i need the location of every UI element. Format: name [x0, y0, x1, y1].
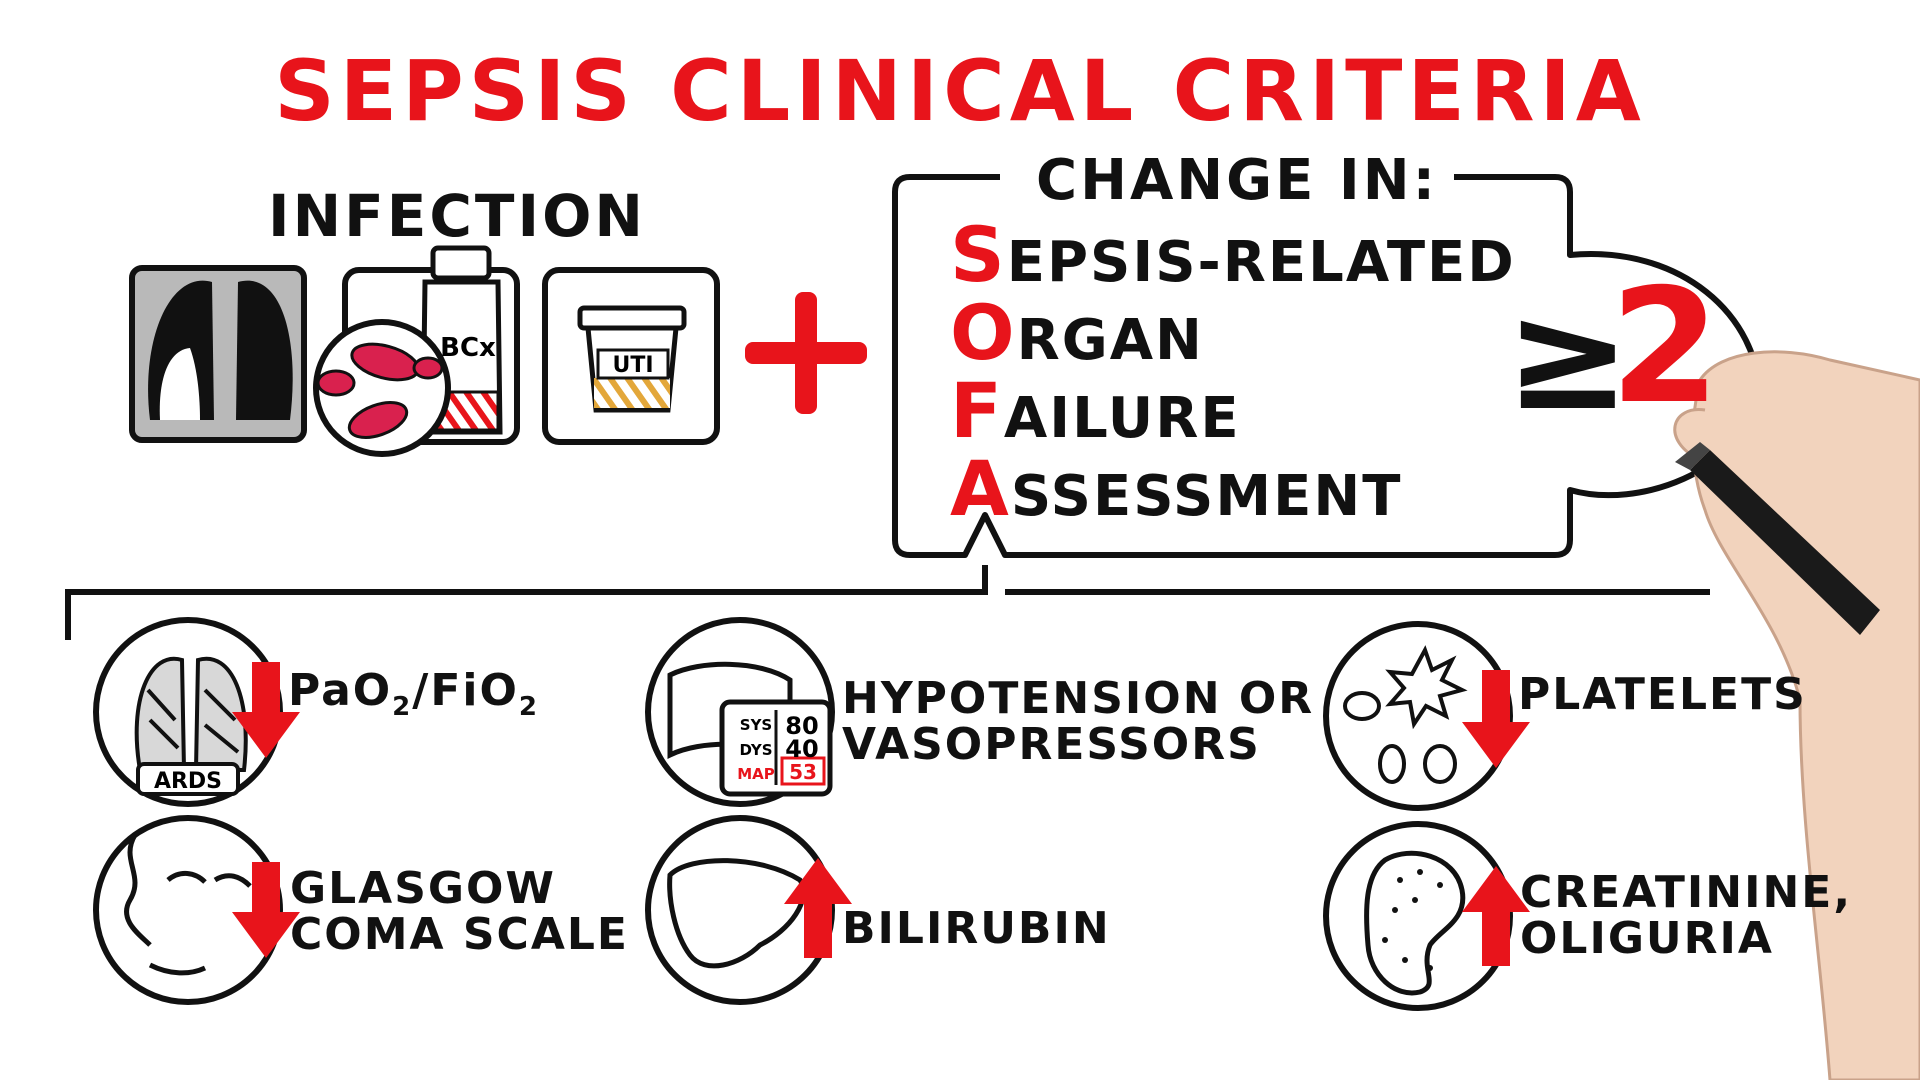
sofa-rest-f: AILURE [1003, 386, 1241, 451]
map-label: MAP [737, 765, 775, 783]
dys-label: DYS [739, 741, 772, 759]
resp-criterion: PaO2/FiO2 [288, 668, 539, 730]
infection-label: INFECTION [268, 182, 646, 250]
threshold-operator: ≥ [1505, 270, 1631, 444]
up-arrow-icon [1462, 866, 1530, 966]
coag-criterion: PLATELETS [1518, 672, 1807, 718]
dys-value: 40 [785, 735, 818, 763]
renal-line2: OLIGURIA [1520, 913, 1774, 964]
bracket-line [65, 565, 1710, 640]
up-arrow-icon [784, 858, 852, 958]
bilirubin-label: BILIRUBIN [842, 903, 1111, 954]
threshold-value: 2 [1610, 255, 1720, 439]
bp-monitor-icon [645, 617, 835, 807]
renal-criterion: CREATININE,OLIGURIA [1520, 870, 1852, 962]
cardio-line2: VASOPRESSORS [842, 719, 1261, 770]
cardio-line1: HYPOTENSION OR [842, 673, 1315, 724]
sofa-rest-a: SSESSMENT [1010, 464, 1403, 529]
sofa-initial-a: A [950, 444, 1011, 533]
sofa-initial-s: S [950, 210, 1007, 299]
hand-with-marker-icon [1673, 350, 1920, 1080]
ards-badge: ARDS [154, 769, 222, 794]
sofa-initial-f: F [950, 366, 1004, 455]
blood-culture-label: BCx [440, 333, 496, 363]
renal-line1: CREATININE, [1520, 867, 1853, 918]
platelets-icon [1323, 621, 1513, 811]
page-title: SEPSIS CLINICAL CRITERIA [274, 42, 1646, 140]
bacteria-icon [313, 319, 451, 457]
sofa-initial-o: O [950, 288, 1017, 377]
kidney-icon [1323, 821, 1513, 1011]
fio2-subscript: 2 [518, 691, 539, 722]
pao2-text: PaO [288, 665, 393, 716]
down-arrow-icon [232, 662, 300, 758]
cns-line1: GLASGOW [290, 863, 556, 914]
sofa-bubble [892, 174, 1763, 558]
liver-icon [645, 815, 835, 1005]
cns-line2: COMA SCALE [290, 909, 629, 960]
sofa-rest-s: EPSIS-RELATED [1006, 230, 1516, 295]
sys-value: 80 [785, 712, 818, 740]
fio2-text: /FiO [412, 665, 519, 716]
platelets-label: PLATELETS [1518, 669, 1807, 720]
plus-icon [745, 292, 867, 414]
sofa-line-assessment: ASSESSMENT [950, 444, 1402, 533]
pao2-subscript: 2 [392, 691, 413, 722]
liver-criterion: BILIRUBIN [842, 906, 1111, 952]
sofa-line-organ: ORGAN [950, 288, 1204, 377]
sofa-line-sepsis: SEPSIS-RELATED [950, 210, 1516, 299]
urine-label: UTI [612, 353, 653, 378]
change-in-label: CHANGE IN: [1020, 148, 1454, 213]
sofa-line-failure: FAILURE [950, 366, 1241, 455]
sys-label: SYS [740, 716, 772, 734]
chest-xray-icon [129, 265, 307, 443]
down-arrow-icon [232, 862, 300, 958]
down-arrow-icon [1462, 670, 1530, 768]
sofa-rest-o: RGAN [1016, 308, 1204, 373]
urine-cup-icon [542, 267, 720, 445]
map-value: 53 [789, 760, 817, 784]
